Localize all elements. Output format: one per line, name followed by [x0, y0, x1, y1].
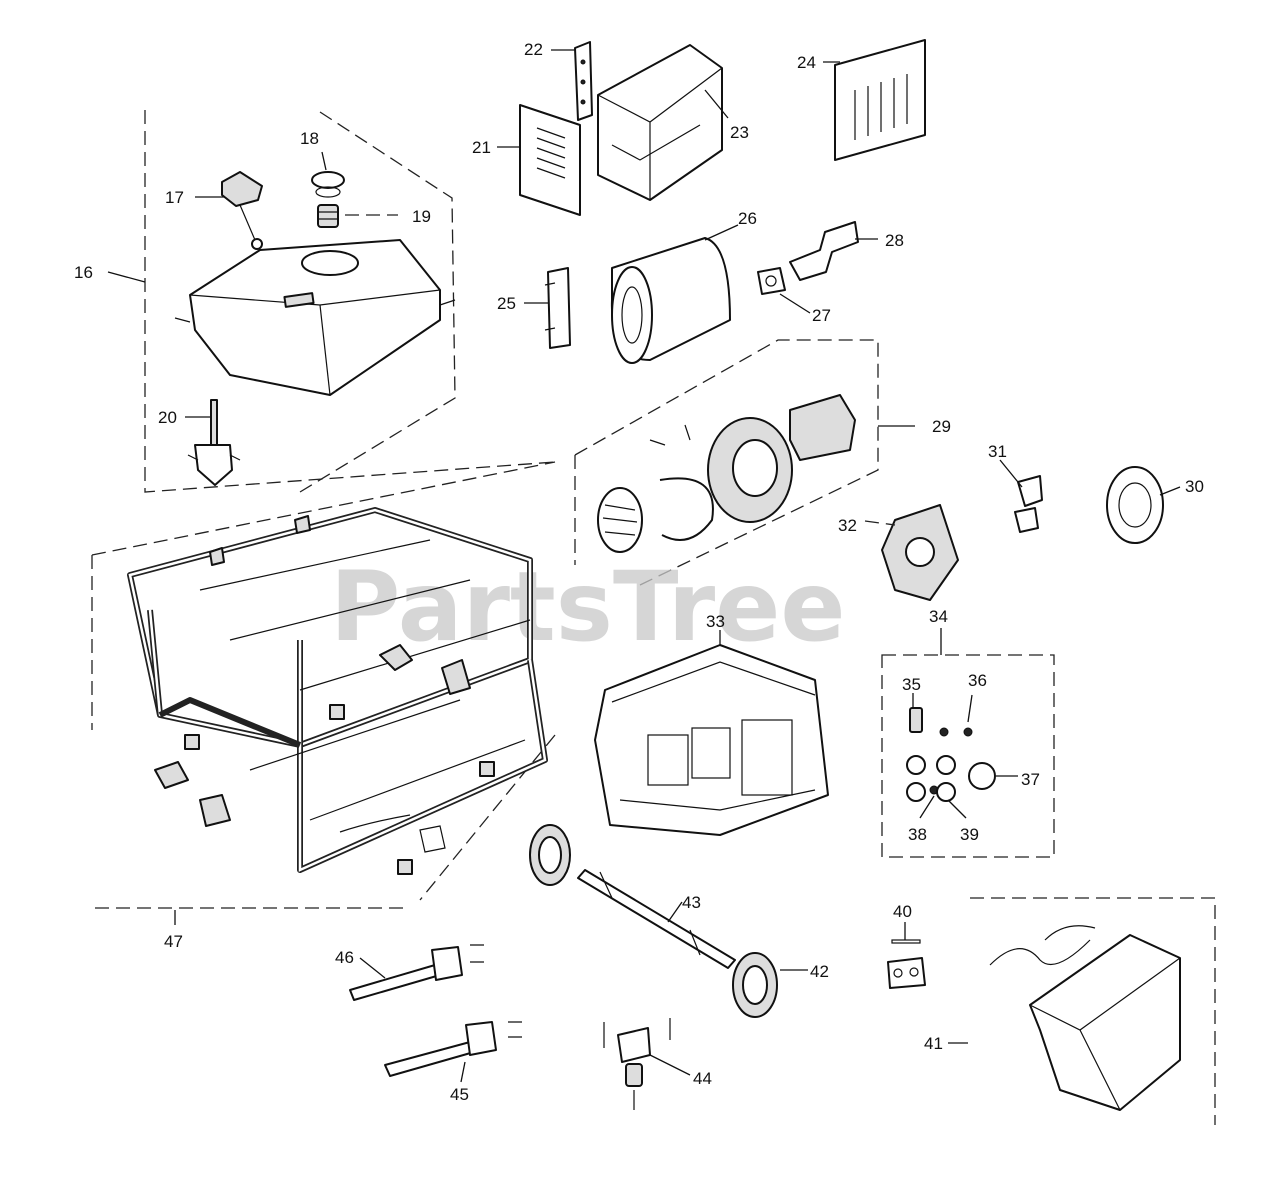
- battery-clip: [887, 939, 926, 989]
- callout-44: 44: [693, 1069, 712, 1088]
- control-panel-group-boundary: [881, 654, 1055, 858]
- panel-receptacle-large: [968, 762, 996, 790]
- alternator-group-boundary: [574, 339, 879, 586]
- callout-19: 19: [412, 207, 431, 226]
- panel-switch: [909, 707, 923, 733]
- callout-43: 43: [682, 893, 701, 912]
- callout-26: 26: [738, 209, 757, 228]
- callout-45: 45: [450, 1085, 469, 1104]
- leader-lines: [107, 49, 1181, 1083]
- callout-21: 21: [472, 138, 491, 157]
- callout-36: 36: [968, 671, 987, 690]
- handle-lower: [384, 1021, 522, 1077]
- panel-receptacle: [936, 755, 956, 802]
- muffler-bracket: [544, 267, 571, 349]
- foot-mount: [603, 1018, 671, 1110]
- exhaust-pipe: [789, 221, 859, 281]
- callout-46: 46: [335, 948, 354, 967]
- callout-47: 47: [164, 932, 183, 951]
- callout-31: 31: [988, 442, 1007, 461]
- rear-cover: [1106, 466, 1164, 544]
- callout-40: 40: [893, 902, 912, 921]
- handle-upper: [349, 944, 484, 1001]
- axle: [577, 869, 736, 969]
- battery: [989, 925, 1181, 1111]
- end-bell: [881, 504, 959, 601]
- callout-20: 20: [158, 408, 177, 427]
- control-panel-housing: [594, 644, 829, 836]
- top-cover: [597, 44, 723, 201]
- callout-41: 41: [924, 1034, 943, 1053]
- side-grille: [834, 39, 926, 161]
- callout-16: 16: [74, 263, 93, 282]
- callout-29: 29: [932, 417, 951, 436]
- frame-group-boundary: [91, 461, 556, 909]
- callout-32: 32: [838, 516, 857, 535]
- callout-34: 34: [929, 607, 948, 626]
- watermark-text: PartsTree: [330, 551, 845, 663]
- wheel: [529, 824, 778, 1018]
- handle-bracket: [574, 41, 593, 121]
- side-panel: [519, 104, 581, 216]
- fuel-tank: [174, 239, 456, 396]
- callout-22: 22: [524, 40, 543, 59]
- callout-28: 28: [885, 231, 904, 250]
- callout-30: 30: [1185, 477, 1204, 496]
- frame: [127, 507, 548, 875]
- callout-25: 25: [497, 294, 516, 313]
- alternator-assembly: [597, 394, 856, 553]
- panel-breaker: [906, 755, 939, 802]
- callout-33: 33: [706, 612, 725, 631]
- fuel-strainer: [317, 204, 339, 228]
- callout-17: 17: [165, 188, 184, 207]
- fuel-valve: [187, 399, 241, 486]
- fuel-cap: [311, 171, 345, 198]
- callout-23: 23: [730, 123, 749, 142]
- callout-38: 38: [908, 825, 927, 844]
- callout-39: 39: [960, 825, 979, 844]
- callout-42: 42: [810, 962, 829, 981]
- panel-indicator: [939, 727, 973, 737]
- callout-18: 18: [300, 129, 319, 148]
- fuel-tank-group-boundary: [144, 110, 556, 493]
- callout-35: 35: [902, 675, 921, 694]
- callout-24: 24: [797, 53, 816, 72]
- muffler-gasket: [757, 267, 786, 295]
- callout-27: 27: [812, 306, 831, 325]
- callout-labels: 16 17 18 19 20 21 22 23 24 25 26 27 28 2…: [74, 40, 1204, 1104]
- callout-37: 37: [1021, 770, 1040, 789]
- fuel-gauge: [221, 171, 263, 250]
- muffler: [610, 237, 731, 364]
- brush-assembly: [1014, 475, 1043, 533]
- battery-group-boundary: [970, 897, 1216, 1125]
